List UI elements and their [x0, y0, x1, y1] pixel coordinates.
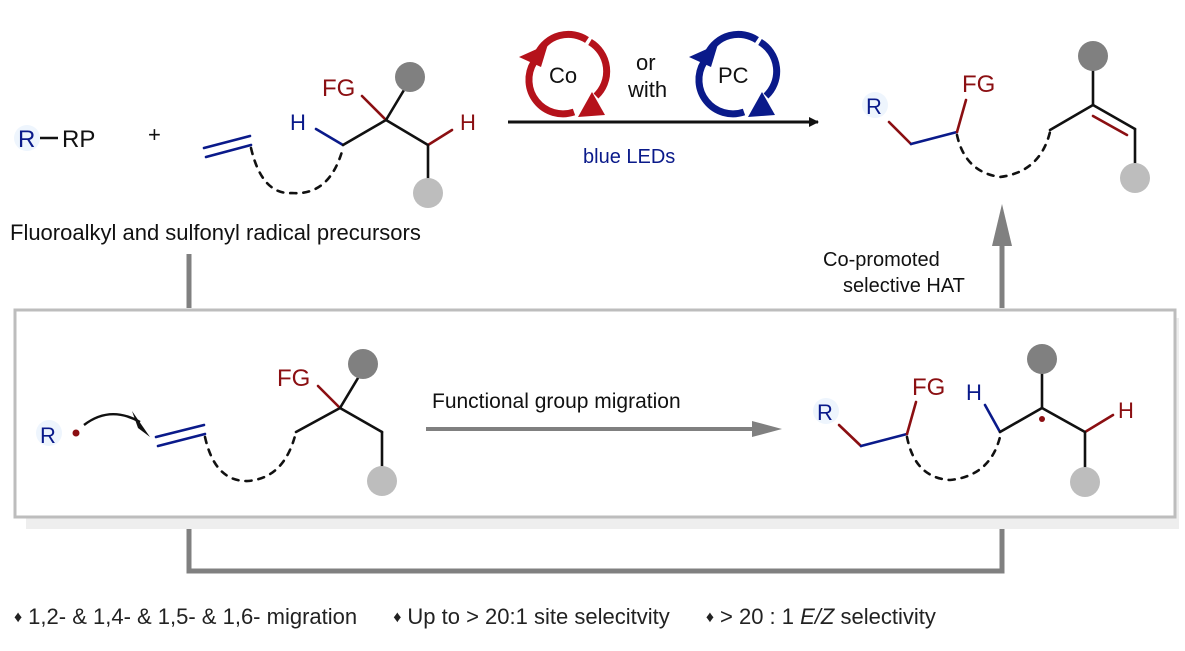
- product-alkene-bond-1: [1091, 103, 1137, 131]
- cobalt-catalytic-cycle: Co: [519, 30, 611, 118]
- int-h-bond-left: [983, 403, 1002, 434]
- product-tether: [955, 130, 1052, 179]
- substituent-dark-ball: [395, 62, 425, 92]
- product-light-ball: [1120, 163, 1150, 193]
- feature-text: Up to > 20:1 site selecitvity: [407, 604, 670, 629]
- mech-chain-bond-1: [294, 406, 342, 434]
- substrate-molecule: H FG H: [202, 62, 476, 208]
- mech-bond-up: [338, 376, 360, 410]
- feature-text-italic: E/Z: [800, 604, 835, 629]
- feature-text-post: selectivity: [834, 604, 936, 629]
- int-h-left-label: H: [966, 380, 982, 405]
- hat-label-line1: Co-promoted: [823, 249, 940, 271]
- feature-list: ♦ 1,2- & 1,4- & 1,5- & 1,6- migration ♦ Up…: [14, 604, 966, 630]
- int-r-label: R: [817, 400, 833, 425]
- product-blue-bond: [909, 130, 959, 146]
- product-r-label: R: [866, 94, 882, 119]
- reagent-rp-label: RP: [62, 126, 95, 153]
- product-molecule: R FG: [862, 41, 1150, 193]
- migration-arrow-label: Functional group migration: [432, 390, 681, 413]
- connector-bottom: [186, 518, 1005, 574]
- curved-arrowhead: [132, 411, 150, 437]
- product-dark-ball: [1078, 41, 1108, 71]
- photocatalyst-cycle: PC: [689, 30, 781, 118]
- co-cycle-arrowhead-1: [519, 44, 548, 67]
- catalyst-pc-label: PC: [718, 63, 749, 88]
- feature-text: 1,2- & 1,4- & 1,5- & 1,6- migration: [28, 604, 358, 629]
- substituent-light-ball: [413, 178, 443, 208]
- mech-fg-bond: [316, 384, 342, 410]
- int-fg-bond: [905, 400, 918, 436]
- product-r-bond: [887, 120, 913, 146]
- int-radical-dot: [1039, 416, 1045, 422]
- mech-tether: [203, 430, 298, 483]
- co-cycle-arrowhead-2: [578, 92, 605, 117]
- int-chain-bond-1: [998, 406, 1044, 434]
- feature-item: ♦ > 20 : 1 E/Z selectivity: [706, 604, 936, 629]
- feature-item: ♦ 1,2- & 1,4- & 1,5- & 1,6- migration: [14, 604, 357, 629]
- product-r-highlight: [862, 92, 888, 118]
- with-label: with: [627, 77, 667, 102]
- int-r-bond: [837, 423, 863, 448]
- product-alkene-bond-2: [1091, 114, 1129, 137]
- h-bond-right: [426, 128, 454, 147]
- r-highlight: [14, 125, 40, 151]
- mech-alkene-bond-2: [156, 432, 207, 448]
- chain-bond-up: [384, 88, 406, 122]
- h-left-label: H: [290, 110, 306, 135]
- catalyst-co-label: Co: [549, 63, 577, 88]
- plus-sign: +: [148, 122, 161, 147]
- mechanism-box: [13, 308, 1177, 519]
- int-h-bond-right: [1083, 413, 1115, 434]
- int-h-right-label: H: [1118, 398, 1134, 423]
- reagent-r-rp: R RP: [14, 125, 95, 153]
- diamond-bullet-icon: ♦: [705, 609, 714, 626]
- h-right-label: H: [460, 110, 476, 135]
- radical-r-label: R: [40, 423, 56, 448]
- condition-blue-leds: blue LEDs: [583, 146, 675, 168]
- tether-chain: [249, 146, 345, 195]
- hat-label-line2: selective HAT: [843, 275, 965, 297]
- mech-light-ball: [367, 466, 397, 496]
- hat-arrowhead: [992, 204, 1012, 246]
- int-light-ball: [1070, 467, 1100, 497]
- product-fg-label: FG: [962, 71, 995, 98]
- pc-cycle-arrowhead-1: [689, 44, 718, 67]
- chain-bond-2: [384, 118, 430, 147]
- chain-bond-1: [341, 118, 388, 147]
- int-fg-label: FG: [912, 374, 945, 401]
- mech-chain-bond-2: [338, 406, 384, 434]
- feature-item: ♦ Up to > 20:1 site selecitvity: [393, 604, 669, 629]
- alkene-bond-1: [202, 134, 252, 150]
- int-chain-bond-2: [1040, 406, 1087, 434]
- mech-alkene-bond-1: [154, 423, 206, 439]
- product-chain-bond: [1048, 103, 1095, 132]
- int-tether: [905, 435, 1002, 482]
- fg-label: FG: [322, 75, 355, 102]
- diamond-bullet-icon: ♦: [393, 609, 402, 626]
- radical-addition: R FG: [36, 349, 397, 496]
- h-bond-left: [314, 127, 345, 147]
- fg-bond: [360, 94, 388, 122]
- diamond-bullet-icon: ♦: [14, 609, 23, 626]
- radical-dot: [72, 429, 80, 437]
- reagent-caption: Fluoroalkyl and sulfonyl radical precurs…: [10, 220, 421, 245]
- radical-intermediate: R FG H H: [813, 344, 1134, 497]
- mech-dark-ball: [348, 349, 378, 379]
- product-fg-bond: [955, 98, 968, 134]
- feature-text-pre: > 20 : 1: [720, 604, 801, 629]
- or-label: or: [636, 50, 656, 75]
- mech-fg-label: FG: [277, 365, 310, 392]
- int-blue-bond: [859, 432, 909, 448]
- migration-arrowhead: [752, 421, 782, 437]
- reagent-r-label: R: [18, 126, 35, 153]
- int-dark-ball: [1027, 344, 1057, 374]
- pc-cycle-arrowhead-2: [748, 92, 775, 117]
- alkene-bond-2: [204, 143, 253, 159]
